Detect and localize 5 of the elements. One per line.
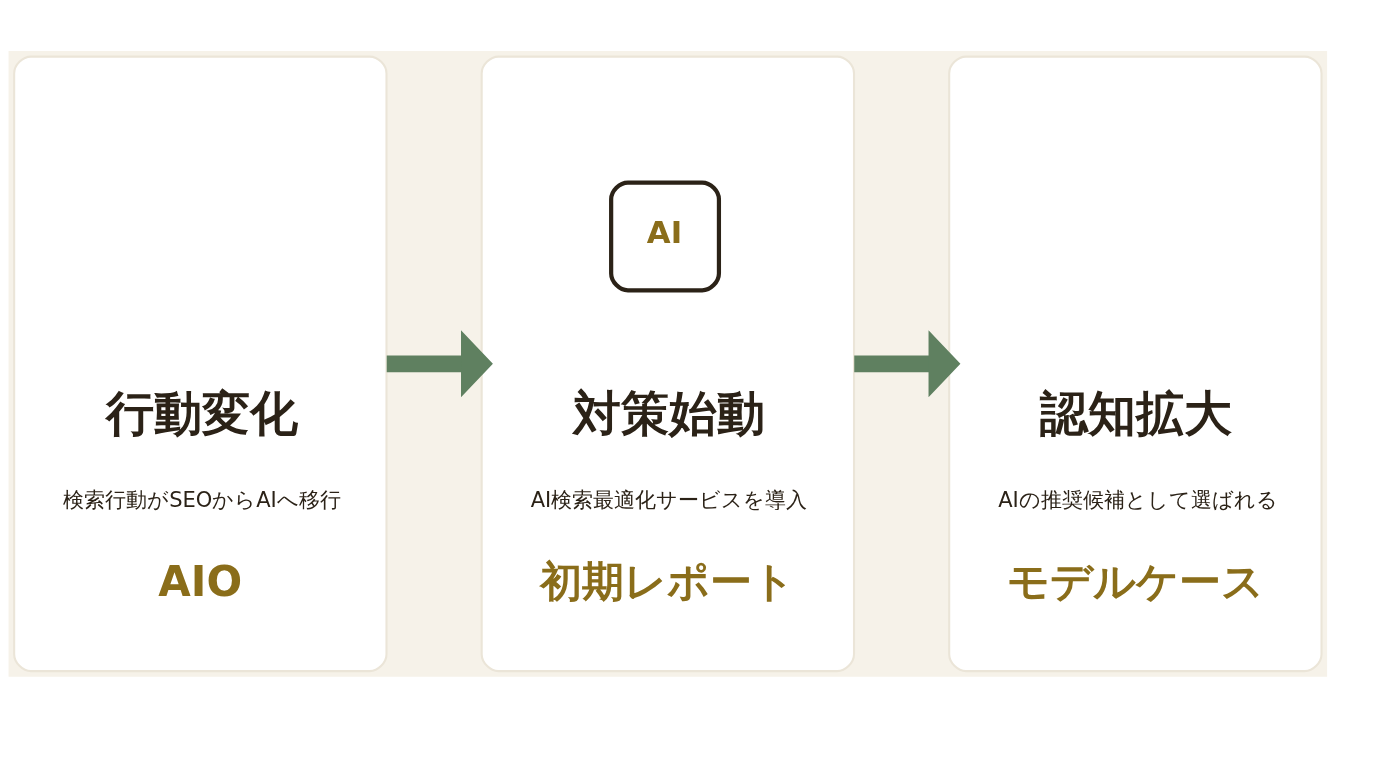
arrow	[854, 330, 961, 398]
node-box: 行動変化 検索行動がSEOからAIへ移行 AIO	[13, 55, 388, 673]
node-box: AI 対策始動 AI検索最適化サービスを導入 初期レポート	[480, 55, 856, 673]
arrow	[386, 330, 493, 398]
node-box: 認知拡大 AIの推奨候補として選ばれる モデルケース	[948, 55, 1323, 673]
